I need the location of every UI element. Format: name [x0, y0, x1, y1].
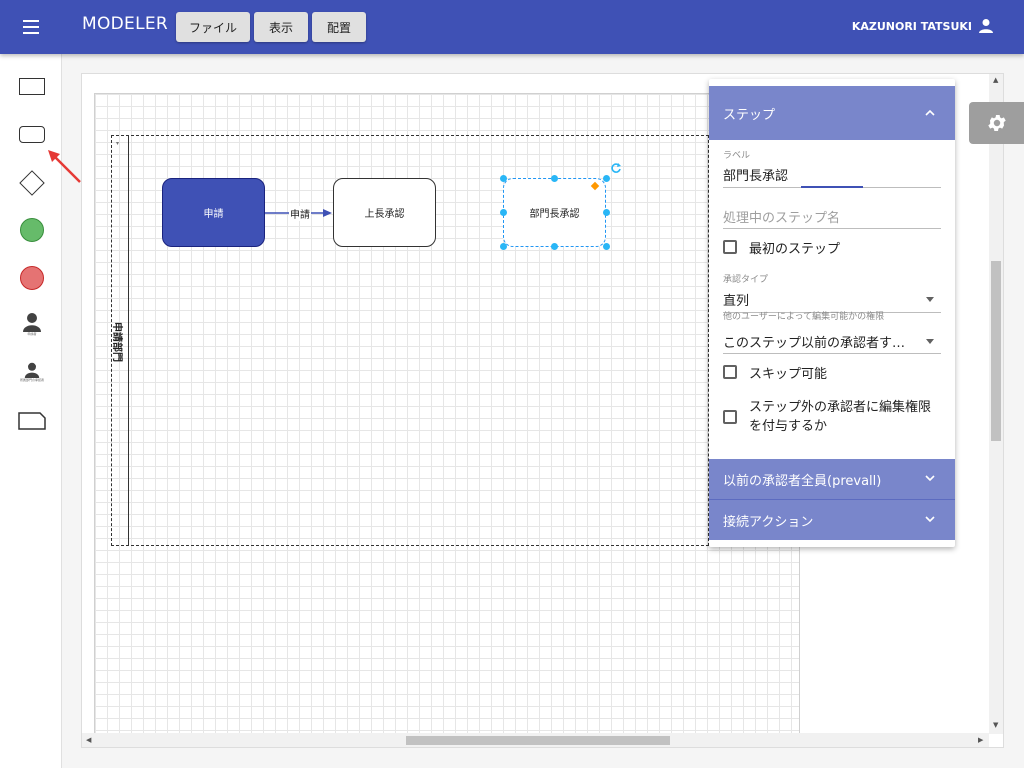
- label-input-focus-bar: [801, 186, 863, 188]
- app-bar: MODELER ファイル 表示 配置 KAZUNORI TATSUKI: [0, 0, 1024, 54]
- grant-edit-label: ステップ外の承認者に編集権限を付与するか: [749, 400, 932, 434]
- skippable-label: スキップ可能: [749, 367, 828, 382]
- palette-document[interactable]: [12, 412, 52, 430]
- scroll-right-icon[interactable]: ▶: [978, 736, 984, 744]
- scroll-down-icon[interactable]: ▼: [993, 721, 999, 729]
- diamond-shape-icon: [19, 170, 45, 196]
- skippable-checkbox[interactable]: [723, 365, 737, 379]
- user-name: KAZUNORI TATSUKI: [851, 19, 972, 33]
- edit-permission-caption: 他のユーザーによって編集可能かの権限: [723, 312, 885, 322]
- step-section-title: ステップ: [723, 107, 776, 123]
- person-icon: [979, 19, 993, 33]
- approval-type-dropdown-icon[interactable]: [926, 297, 934, 302]
- swimlane[interactable]: [111, 135, 709, 546]
- swimlane-collapse-icon[interactable]: ▾: [116, 140, 120, 147]
- processing-step-name-input[interactable]: 処理中のステップ名: [723, 211, 841, 226]
- approval-type-caption: 承認タイプ: [723, 275, 769, 285]
- connection-action-section-title: 接続アクション: [723, 514, 814, 530]
- palette-user[interactable]: 申請者: [12, 312, 52, 336]
- settings-toggle[interactable]: [969, 102, 1024, 144]
- approval-type-underline: [723, 312, 941, 313]
- end-event-icon: [20, 266, 44, 290]
- edit-permission-dropdown-icon[interactable]: [926, 339, 934, 344]
- label-caption: ラベル: [723, 151, 751, 161]
- resize-handle[interactable]: [551, 243, 558, 250]
- grant-edit-checkbox[interactable]: [723, 410, 737, 424]
- rounded-rectangle-shape-icon: [19, 126, 45, 143]
- document-shape-icon: [18, 412, 46, 430]
- node-supervisor-approval[interactable]: 上長承認: [333, 178, 436, 247]
- user-account[interactable]: KAZUNORI TATSUKI: [852, 18, 994, 34]
- resize-handle[interactable]: [603, 209, 610, 216]
- first-step-checkbox-row[interactable]: 最初のステップ: [723, 238, 840, 257]
- prevall-section-header[interactable]: 以前の承認者全員(prevall): [709, 459, 955, 499]
- menu-arrange[interactable]: 配置: [312, 12, 366, 42]
- edge-label[interactable]: 申請: [289, 206, 311, 221]
- rotate-icon[interactable]: [610, 162, 622, 174]
- chevron-up-icon: [925, 109, 935, 116]
- start-event-icon: [20, 218, 44, 242]
- scroll-left-icon[interactable]: ◀: [86, 736, 92, 744]
- user-shape-icon: [23, 313, 41, 332]
- resize-handle[interactable]: [603, 243, 610, 250]
- palette-rounded-rectangle[interactable]: [12, 126, 52, 143]
- menu-view[interactable]: 表示: [254, 12, 308, 42]
- chevron-down-icon: [925, 516, 935, 523]
- first-step-checkbox[interactable]: [723, 240, 737, 254]
- resize-handle[interactable]: [500, 175, 507, 182]
- annotation-arrow-icon: [48, 150, 81, 183]
- horizontal-scrollbar-thumb[interactable]: [406, 736, 670, 745]
- prevall-section-title: 以前の承認者全員(prevall): [723, 473, 882, 489]
- rectangle-shape-icon: [19, 78, 45, 95]
- chevron-down-icon: [925, 475, 935, 482]
- node-department-head-approval[interactable]: 部門長承認: [503, 178, 606, 247]
- section-divider: [709, 499, 955, 500]
- vertical-scrollbar-thumb[interactable]: [991, 261, 1001, 441]
- gear-icon: [987, 115, 1006, 131]
- resize-handle[interactable]: [500, 209, 507, 216]
- skippable-checkbox-row[interactable]: スキップ可能: [723, 363, 827, 382]
- app-title: MODELER: [82, 14, 169, 34]
- resize-handle[interactable]: [500, 243, 507, 250]
- palette-user-group[interactable]: 所属部門の承認者: [12, 362, 52, 382]
- swimlane-label: 申請部門: [111, 322, 122, 362]
- shape-palette: 申請者 所属部門の承認者: [0, 54, 62, 768]
- edit-permission-underline: [723, 353, 941, 354]
- palette-user-group-label: 所属部門の承認者: [19, 378, 44, 382]
- resize-handle[interactable]: [551, 175, 558, 182]
- node-application[interactable]: 申請: [162, 178, 265, 247]
- approval-type-select[interactable]: 直列: [723, 294, 750, 309]
- menu-file[interactable]: ファイル: [176, 12, 250, 42]
- palette-user-label: 申請者: [27, 332, 37, 336]
- processing-input-underline: [723, 228, 941, 229]
- grant-edit-checkbox-row[interactable]: ステップ外の承認者に編集権限を付与するか: [723, 398, 933, 436]
- palette-end-event[interactable]: [12, 266, 52, 290]
- swimlane-header[interactable]: [111, 135, 129, 546]
- palette-start-event[interactable]: [12, 218, 52, 242]
- resize-handle[interactable]: [603, 175, 610, 182]
- connection-action-section-header[interactable]: 接続アクション: [709, 500, 955, 540]
- user-group-shape-icon: [24, 362, 40, 378]
- edit-permission-select[interactable]: このステップ以前の承認者す…: [723, 336, 906, 351]
- label-input[interactable]: 部門長承認: [723, 169, 789, 184]
- hamburger-menu-icon[interactable]: [20, 18, 42, 36]
- step-section-header[interactable]: ステップ: [709, 86, 955, 140]
- scroll-up-icon[interactable]: ▲: [993, 76, 999, 84]
- first-step-label: 最初のステップ: [749, 242, 841, 257]
- palette-rectangle[interactable]: [12, 78, 52, 95]
